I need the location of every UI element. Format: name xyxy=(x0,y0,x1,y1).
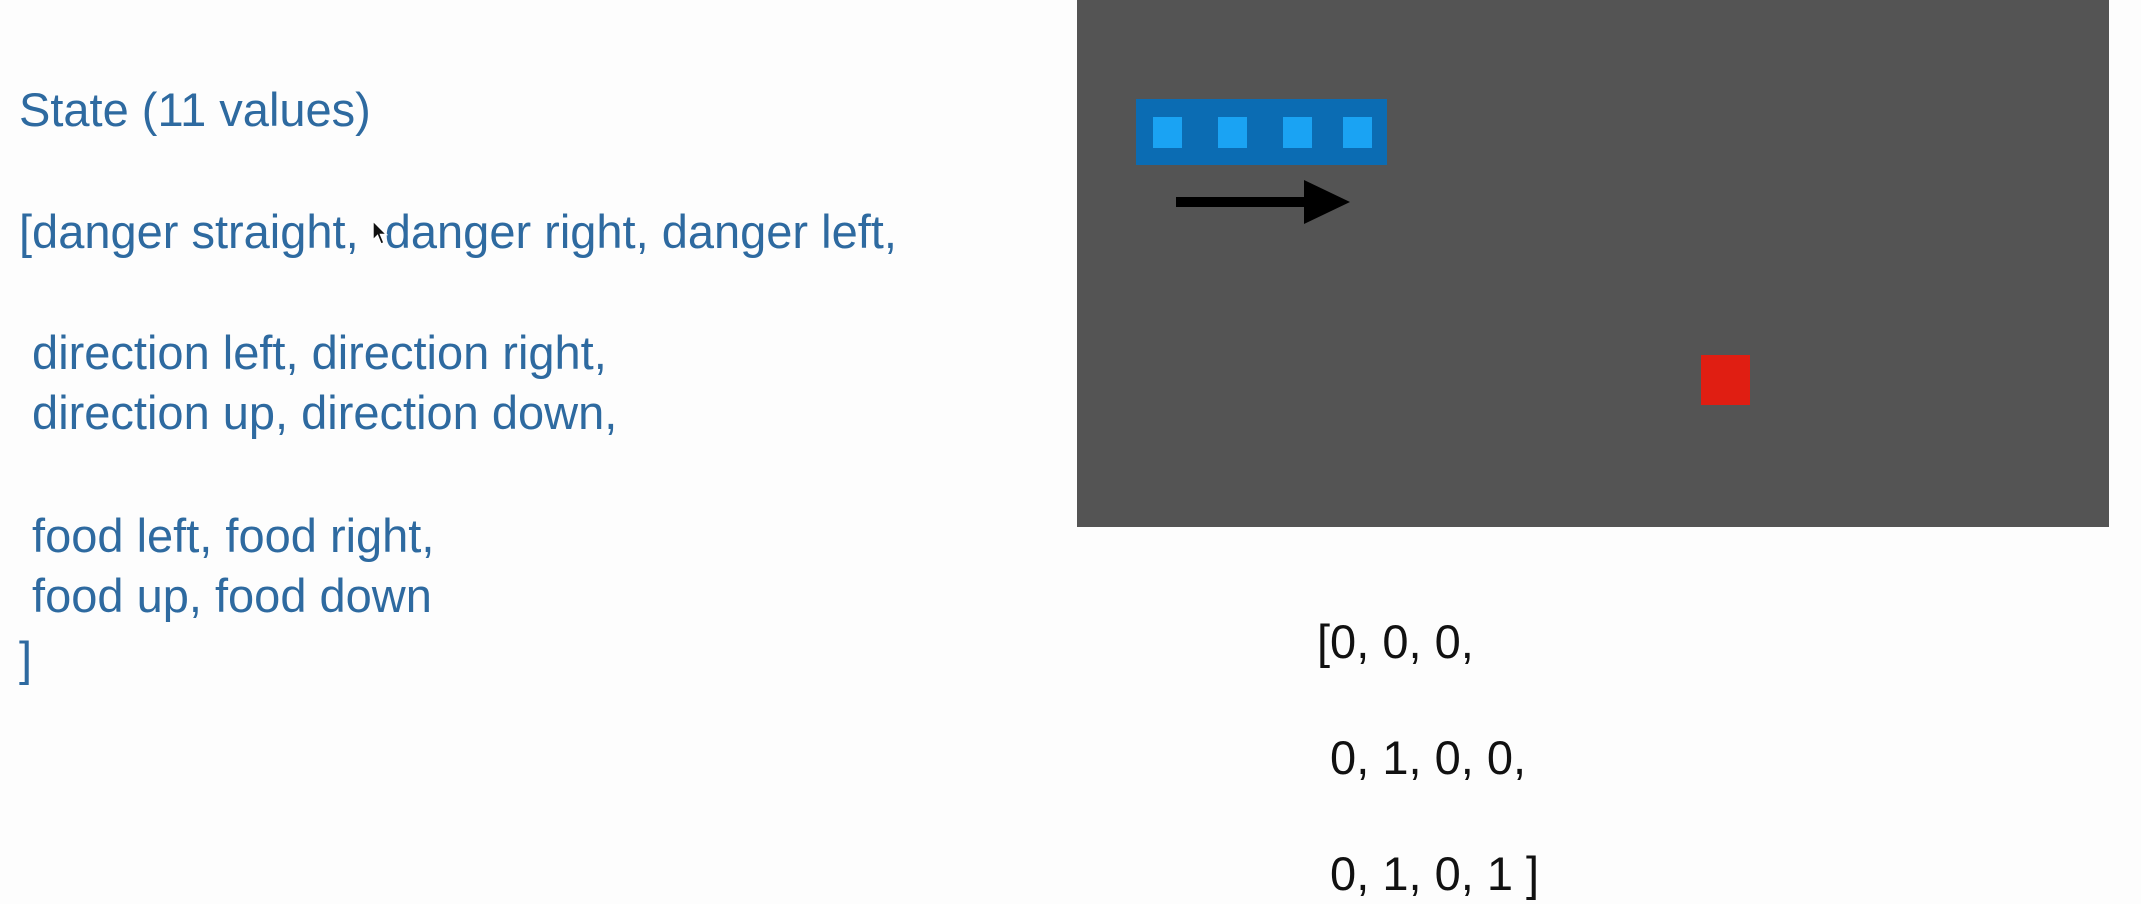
food xyxy=(1701,355,1750,405)
snake xyxy=(1136,99,1387,165)
state-vector-line3: 0, 1, 0, 1 ] xyxy=(1317,847,1540,900)
food-features-line1: food left, food right, xyxy=(19,509,435,562)
state-vector-line1: [0, 0, 0, xyxy=(1317,615,1474,668)
snake-segment xyxy=(1153,117,1182,148)
snake-segment xyxy=(1343,117,1372,148)
direction-features-line2: direction up, direction down, xyxy=(19,386,618,439)
state-vector-line2: 0, 1, 0, 0, xyxy=(1317,731,1527,784)
food-features-line2: food up, food down xyxy=(19,569,432,622)
snake-segment xyxy=(1283,117,1312,148)
closing-bracket: ] xyxy=(19,632,33,685)
mouse-pointer-icon xyxy=(372,220,388,245)
direction-features-line1: direction left, direction right, xyxy=(19,326,607,379)
direction-arrow-icon xyxy=(1176,180,1350,224)
game-board xyxy=(1077,0,2109,527)
danger-features: [danger straight, danger right, danger l… xyxy=(19,205,897,258)
state-description: State (11 values) [danger straight, dang… xyxy=(19,0,897,685)
state-heading: State (11 values) xyxy=(19,83,371,136)
snake-segment xyxy=(1218,117,1247,148)
